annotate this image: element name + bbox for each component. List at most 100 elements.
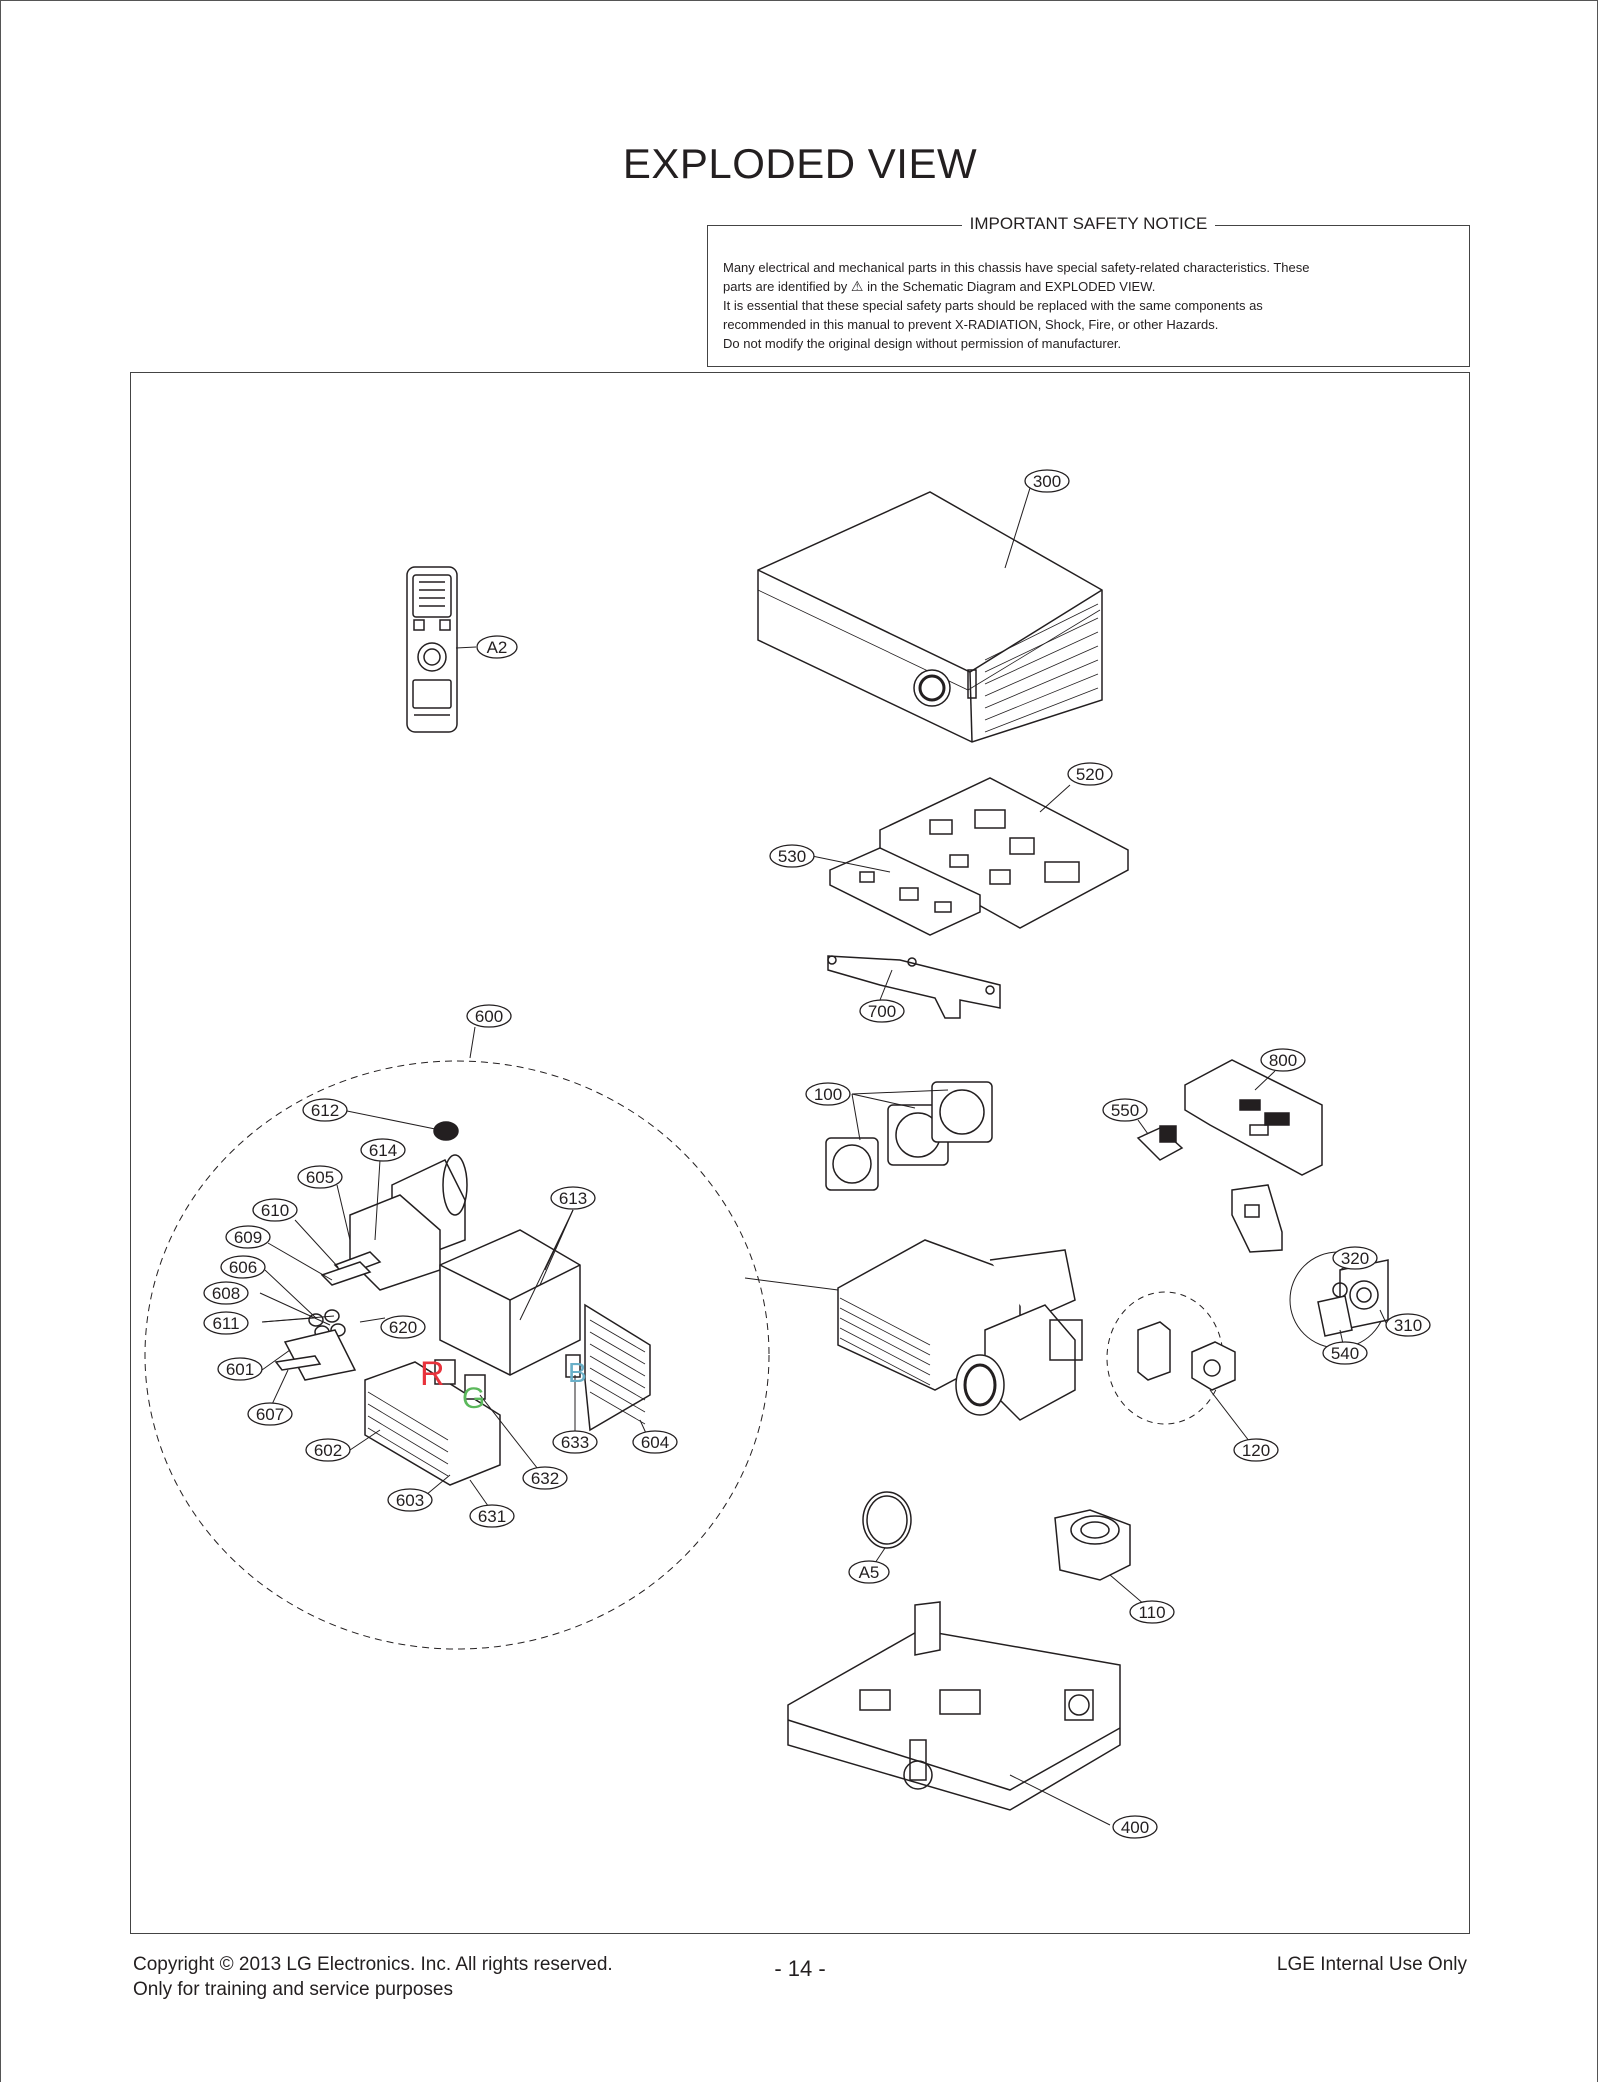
diagram-frame (130, 372, 1470, 1934)
safety-notice-line: It is essential that these special safet… (723, 298, 1263, 313)
safety-notice-line: Do not modify the original design withou… (723, 336, 1122, 351)
svg-text:400: 400 (1121, 1818, 1149, 1837)
svg-text:602: 602 (314, 1441, 342, 1460)
part-550-drawing (1136, 1125, 1184, 1161)
callout-530: 530 (769, 844, 815, 868)
callout-601: 601 (217, 1357, 263, 1381)
svg-text:700: 700 (868, 1002, 896, 1021)
svg-text:607: 607 (256, 1405, 284, 1424)
callout-320: 320 (1332, 1246, 1378, 1270)
svg-text:612: 612 (311, 1101, 339, 1120)
callout-700: 700 (859, 999, 905, 1023)
callout-600: 600 (466, 1004, 512, 1028)
bottom-chassis-drawing (787, 1601, 1121, 1811)
safety-notice-body: Many electrical and mechanical parts in … (723, 258, 1454, 353)
callout-120: 120 (1233, 1438, 1279, 1462)
sub-board-drawing (829, 847, 981, 936)
callout-110: 110 (1129, 1600, 1175, 1624)
callout-310: 310 (1385, 1313, 1431, 1337)
detail-circle-600 (144, 1060, 770, 1650)
copyright-text: Copyright © 2013 LG Electronics. Inc. Al… (133, 1954, 613, 1975)
callout-612: 612 (302, 1098, 348, 1122)
svg-text:620: 620 (389, 1318, 417, 1337)
purpose-text: Only for training and service purposes (133, 1979, 453, 2000)
svg-text:633: 633 (561, 1433, 589, 1452)
svg-text:320: 320 (1341, 1249, 1369, 1268)
green-filter-label: G (462, 1382, 485, 1415)
svg-text:300: 300 (1033, 472, 1061, 491)
svg-text:606: 606 (229, 1258, 257, 1277)
page-title: EXPLODED VIEW (622, 140, 978, 187)
ring-a5-drawing (862, 1491, 912, 1549)
callout-520: 520 (1067, 762, 1113, 786)
callout-604: 604 (632, 1430, 678, 1454)
callout-632: 632 (522, 1466, 568, 1490)
svg-text:600: 600 (475, 1007, 503, 1026)
svg-text:608: 608 (212, 1284, 240, 1303)
callout-800: 800 (1260, 1048, 1306, 1072)
svg-text:632: 632 (531, 1469, 559, 1488)
svg-text:605: 605 (306, 1168, 334, 1187)
internal-use-text: LGE Internal Use Only (1276, 1954, 1467, 1975)
svg-text:611: 611 (212, 1314, 239, 1333)
safety-notice-line: parts are identified by (723, 279, 848, 294)
callout-a5: A5 (848, 1560, 890, 1584)
svg-text:A5: A5 (859, 1563, 880, 1582)
warning-triangle-icon: ⚠ (850, 278, 864, 294)
page-number: - 14 - (774, 1956, 826, 1981)
callout-605: 605 (297, 1165, 343, 1189)
board-310-drawing (1317, 1259, 1389, 1337)
svg-text:530: 530 (778, 847, 806, 866)
callout-300: 300 (1024, 469, 1070, 493)
red-filter-label: R (420, 1355, 445, 1393)
callout-608: 608 (203, 1281, 249, 1305)
svg-text:613: 613 (559, 1189, 587, 1208)
footer-left: Copyright © 2013 LG Electronics. Inc. Al… (133, 1952, 613, 2002)
remote-control-drawing (406, 566, 458, 733)
callout-613: 613 (550, 1186, 596, 1210)
callout-607: 607 (247, 1402, 293, 1426)
callout-633: 633 (552, 1430, 598, 1454)
callout-540: 540 (1322, 1341, 1368, 1365)
svg-text:614: 614 (369, 1141, 397, 1160)
callout-614: 614 (360, 1138, 406, 1162)
svg-text:610: 610 (261, 1201, 289, 1220)
svg-text:631: 631 (478, 1507, 506, 1526)
svg-text:310: 310 (1394, 1316, 1422, 1335)
safety-notice-heading: IMPORTANT SAFETY NOTICE (961, 214, 1216, 233)
callout-100: 100 (805, 1082, 851, 1106)
bracket-drawing (827, 955, 1001, 1019)
svg-text:A2: A2 (487, 638, 508, 657)
leader-lines (259, 487, 1389, 1826)
fans-drawing (825, 1081, 993, 1191)
callout-606: 606 (220, 1255, 266, 1279)
blue-filter-label: B (568, 1357, 587, 1388)
top-cover-drawing (757, 491, 1103, 743)
callout-550: 550 (1102, 1098, 1148, 1122)
callout-631: 631 (469, 1504, 515, 1528)
svg-text:120: 120 (1242, 1441, 1270, 1460)
safety-notice-line: Many electrical and mechanical parts in … (723, 260, 1310, 275)
board-540-drawing (1231, 1184, 1283, 1253)
callout-602: 602 (305, 1438, 351, 1462)
optical-assembly-drawing (274, 1121, 651, 1486)
callout-609: 609 (225, 1225, 271, 1249)
safety-notice-box: IMPORTANT SAFETY NOTICE Many electrical … (707, 214, 1470, 367)
svg-text:100: 100 (814, 1085, 842, 1104)
callout-610: 610 (252, 1198, 298, 1222)
callout-400: 400 (1112, 1815, 1158, 1839)
svg-text:609: 609 (234, 1228, 262, 1247)
callout-620: 620 (380, 1315, 426, 1339)
svg-text:800: 800 (1269, 1051, 1297, 1070)
io-plate-drawing (1184, 1059, 1323, 1176)
svg-text:550: 550 (1111, 1101, 1139, 1120)
svg-text:540: 540 (1331, 1344, 1359, 1363)
blower-drawing (1054, 1509, 1131, 1581)
svg-text:603: 603 (396, 1491, 424, 1510)
callout-603: 603 (387, 1488, 433, 1512)
svg-text:604: 604 (641, 1433, 669, 1452)
safety-notice-line: recommended in this manual to prevent X-… (723, 317, 1219, 332)
callout-a2: A2 (476, 635, 518, 659)
